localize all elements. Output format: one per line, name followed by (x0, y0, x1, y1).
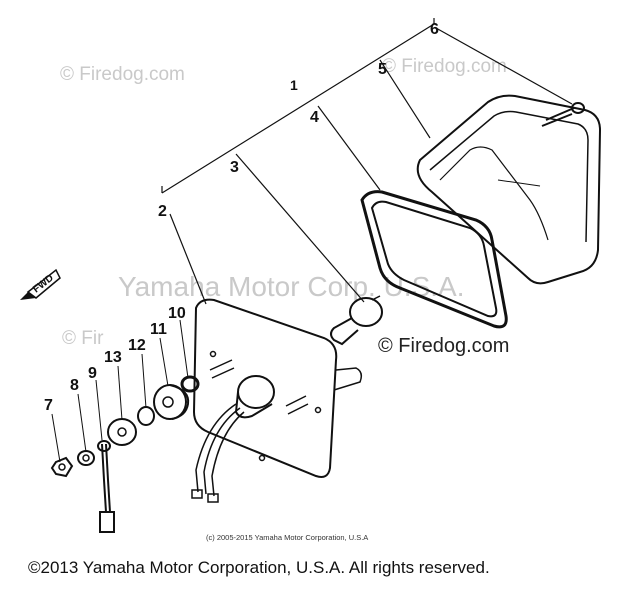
part-number-11: 11 (150, 321, 167, 338)
grommet-part-11 (153, 384, 190, 420)
part-number-12: 12 (128, 337, 146, 354)
nut-part-7 (50, 456, 74, 478)
leader-lines (51, 18, 573, 463)
ring-part-10 (180, 375, 200, 393)
part-number-3: 3 (230, 159, 239, 176)
footer-copyright: ©2013 Yamaha Motor Corporation, U.S.A. A… (28, 558, 490, 577)
part-number-9: 9 (88, 365, 97, 382)
part-number-4: 4 (310, 109, 319, 126)
gasket (360, 190, 508, 329)
watermark-topright: © Firedog.com (382, 56, 507, 77)
watermark-middle: Yamaha Motor Corp. U.S.A. (118, 271, 465, 302)
part-number-5: 5 (378, 61, 387, 78)
wire-part-9 (97, 440, 115, 533)
part-number-13: 13 (104, 349, 122, 366)
screw (541, 102, 585, 127)
part-number-10: 10 (168, 305, 186, 322)
part-number-7: 7 (44, 397, 53, 414)
part-number-1: 1 (290, 77, 298, 93)
part-number-2: 2 (158, 203, 167, 220)
small-copyright: (c) 2005-2015 Yamaha Motor Corporation, … (206, 533, 368, 542)
watermark-left: © Fir (62, 328, 104, 349)
bushing-part-12 (137, 406, 155, 426)
part-number-8: 8 (70, 377, 79, 394)
watermark-right: © Firedog.com (378, 335, 509, 357)
part-number-6: 6 (430, 21, 439, 38)
washer-part-8 (77, 450, 95, 466)
bulb (330, 295, 383, 346)
watermark-topleft: © Firedog.com (60, 64, 185, 85)
base-plate (191, 298, 363, 503)
lens-housing (416, 94, 602, 285)
washer-part-13 (107, 418, 137, 446)
forward-arrow-icon: FWD (20, 268, 61, 300)
